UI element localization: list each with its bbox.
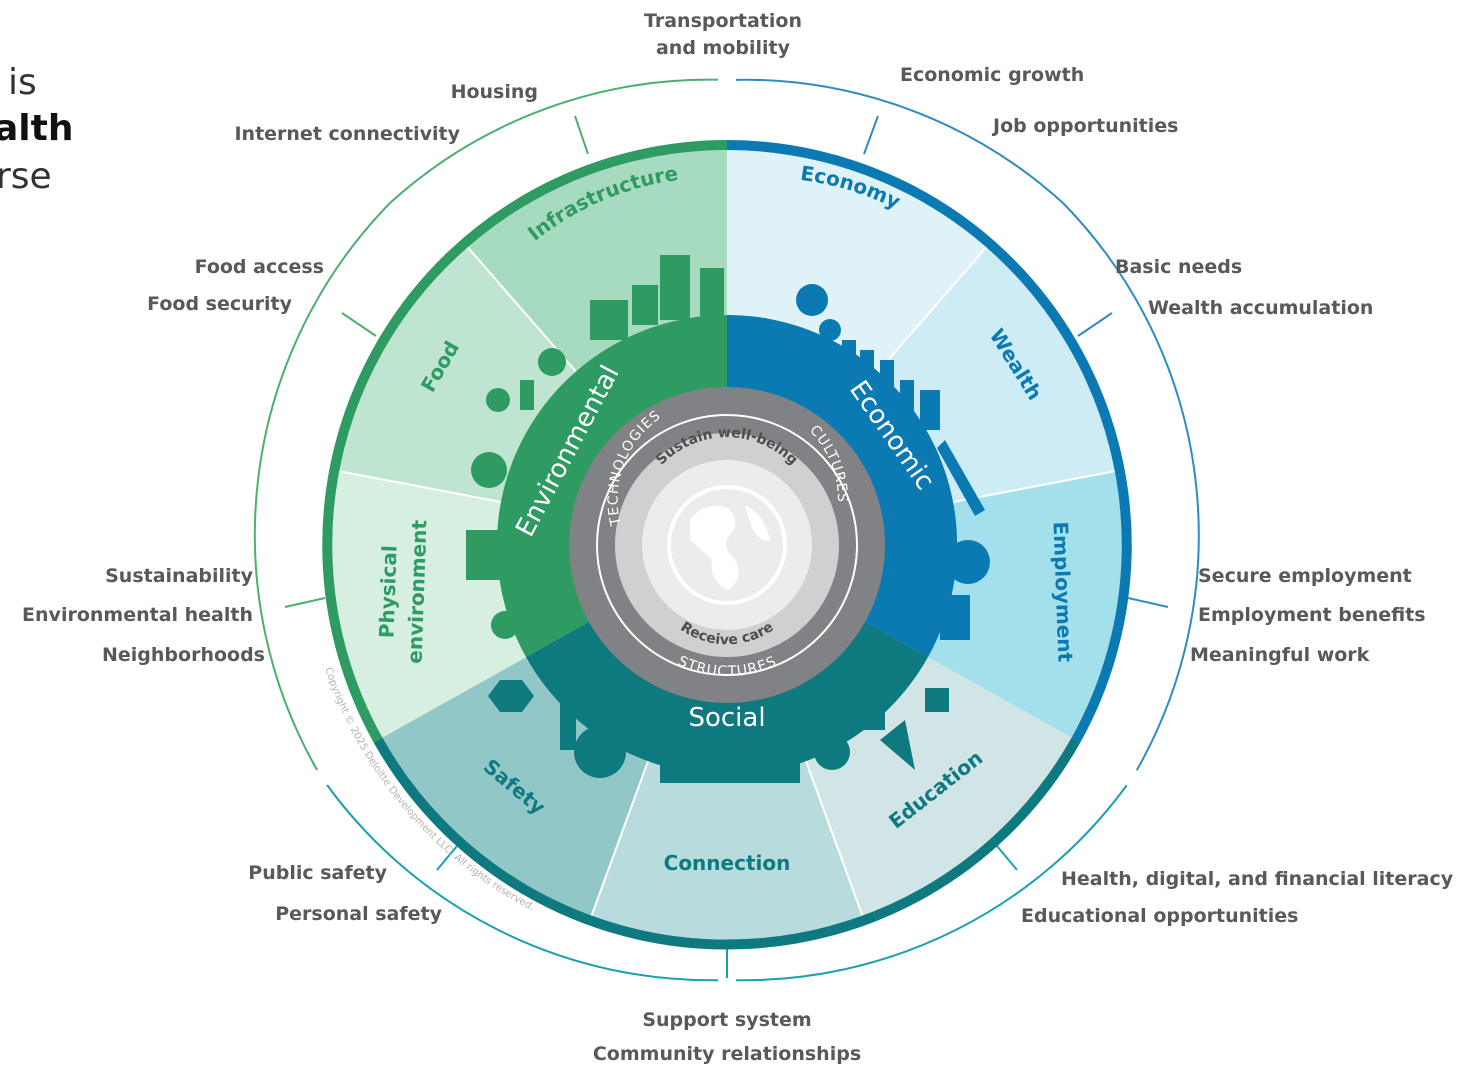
label-transportation-mobility: and mobility: [656, 37, 791, 59]
physical-environment-label-line2: environment: [403, 519, 432, 664]
label-sustainability: Sustainability: [105, 565, 254, 587]
label-environmental-health: Environmental health: [22, 604, 253, 626]
intro-line-3: rse: [0, 156, 52, 197]
label-internet-connectivity: Internet connectivity: [234, 123, 460, 145]
label-neighborhoods: Neighborhoods: [102, 644, 265, 666]
employment-label: Employment: [1049, 521, 1078, 663]
label-food-access: Food access: [195, 256, 324, 278]
intro-line-2: alth: [0, 108, 73, 149]
label-employment-benefits: Employment benefits: [1198, 604, 1426, 626]
connection-label: Connection: [664, 851, 791, 875]
label-health-digital-financial-literacy: Health, digital, and financial literacy: [1061, 868, 1454, 890]
label-economic-growth: Economic growth: [900, 64, 1084, 86]
label-wealth-accumulation: Wealth accumulation: [1148, 297, 1373, 319]
label-support-system: Support system: [642, 1009, 811, 1031]
outer-colored-band: [322, 140, 1132, 950]
label-personal-safety: Personal safety: [275, 903, 442, 925]
globe-icon: [690, 505, 770, 590]
intro-text-fragment: is alth rse: [0, 62, 73, 197]
label-public-safety: Public safety: [248, 862, 387, 884]
label-transportation: Transportation: [644, 10, 802, 32]
label-community-relationships: Community relationships: [593, 1043, 861, 1065]
label-job-opportunities: Job opportunities: [991, 115, 1178, 137]
economic-illustration: [796, 284, 990, 640]
environmental-illustration: [466, 255, 724, 639]
label-educational-opportunities: Educational opportunities: [1021, 905, 1298, 927]
label-housing: Housing: [451, 81, 538, 103]
social-label: Social: [688, 703, 765, 733]
physical-environment-label-line1: Physical: [374, 545, 401, 639]
social-illustration: [488, 680, 949, 783]
label-meaningful-work: Meaningful work: [1190, 644, 1370, 666]
intro-line-1: is: [8, 62, 37, 103]
label-secure-employment: Secure employment: [1198, 565, 1412, 587]
label-basic-needs: Basic needs: [1115, 256, 1242, 278]
outer-labels: Transportation and mobility Housing Inte…: [22, 10, 1454, 1065]
label-food-security: Food security: [147, 293, 292, 315]
core-ring: [569, 387, 885, 703]
